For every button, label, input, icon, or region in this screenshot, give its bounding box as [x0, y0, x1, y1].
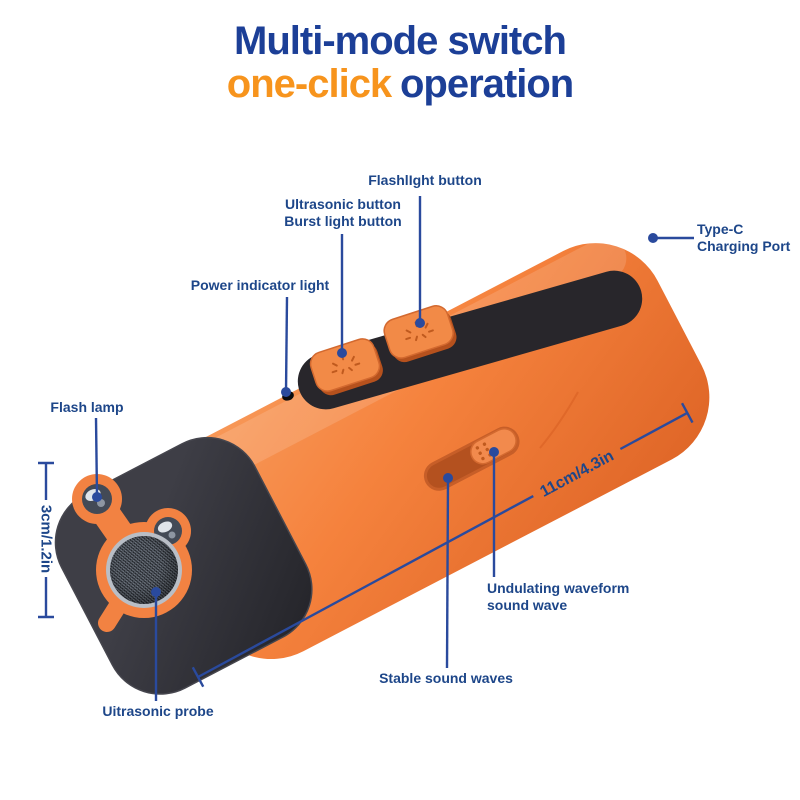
type-c-label-line2: Charging Port: [697, 238, 791, 254]
flashlight-button-label: FlashlIght button: [368, 172, 482, 188]
stable-waves-label: Stable sound waves: [379, 670, 513, 686]
probe-leader: [151, 587, 161, 701]
top-control-panel: [297, 270, 643, 410]
flash-lamp-label: Flash lamp: [50, 399, 124, 415]
type-c-label-line1: Type-C: [697, 221, 744, 237]
burst-light-button-label: Burst light button: [284, 213, 402, 229]
body-seam: [539, 391, 579, 449]
undulating-waveform-label: Undulating waveform sound wave: [487, 580, 629, 614]
undulating-label-line1: Undulating waveform: [487, 580, 630, 596]
ultrasonic-button-label: Ultrasonic button: [285, 196, 401, 212]
type-c-label: Type-C Charging Port: [697, 221, 790, 255]
device-body: [54, 237, 710, 695]
ultrasonic-burst-label: Ultrasonic button Burst light button: [284, 196, 401, 230]
ultrasonic-probe-label: Uitrasonic probe: [102, 703, 214, 719]
stable-waves-leader: [443, 473, 453, 669]
flash-lamp-leader: [92, 417, 102, 502]
headline-line2-rest: operation: [399, 62, 574, 106]
headline-highlight: one-click: [226, 62, 392, 106]
front-face-features: [72, 474, 192, 632]
flashlight-leader: [415, 196, 425, 328]
power-indicator-label: Power indicator light: [190, 277, 330, 293]
undulating-leader: [489, 447, 499, 577]
ultrasonic-burst-button: [309, 338, 383, 396]
height-dimension: 3cm/1.2in: [38, 461, 55, 619]
ultrasonic-leader: [337, 234, 347, 358]
height-dimension-text: 3cm/1.2in: [38, 505, 55, 573]
undulating-label-line2: sound wave: [487, 597, 568, 613]
type-c-leader: [648, 233, 694, 243]
ultrasonic-probe-mesh: [106, 532, 182, 608]
flashlight-button: [383, 305, 457, 363]
headline-line1: Multi-mode switch: [234, 19, 567, 63]
power-indicator-leader: [281, 296, 291, 397]
leader-lines: [92, 196, 694, 701]
